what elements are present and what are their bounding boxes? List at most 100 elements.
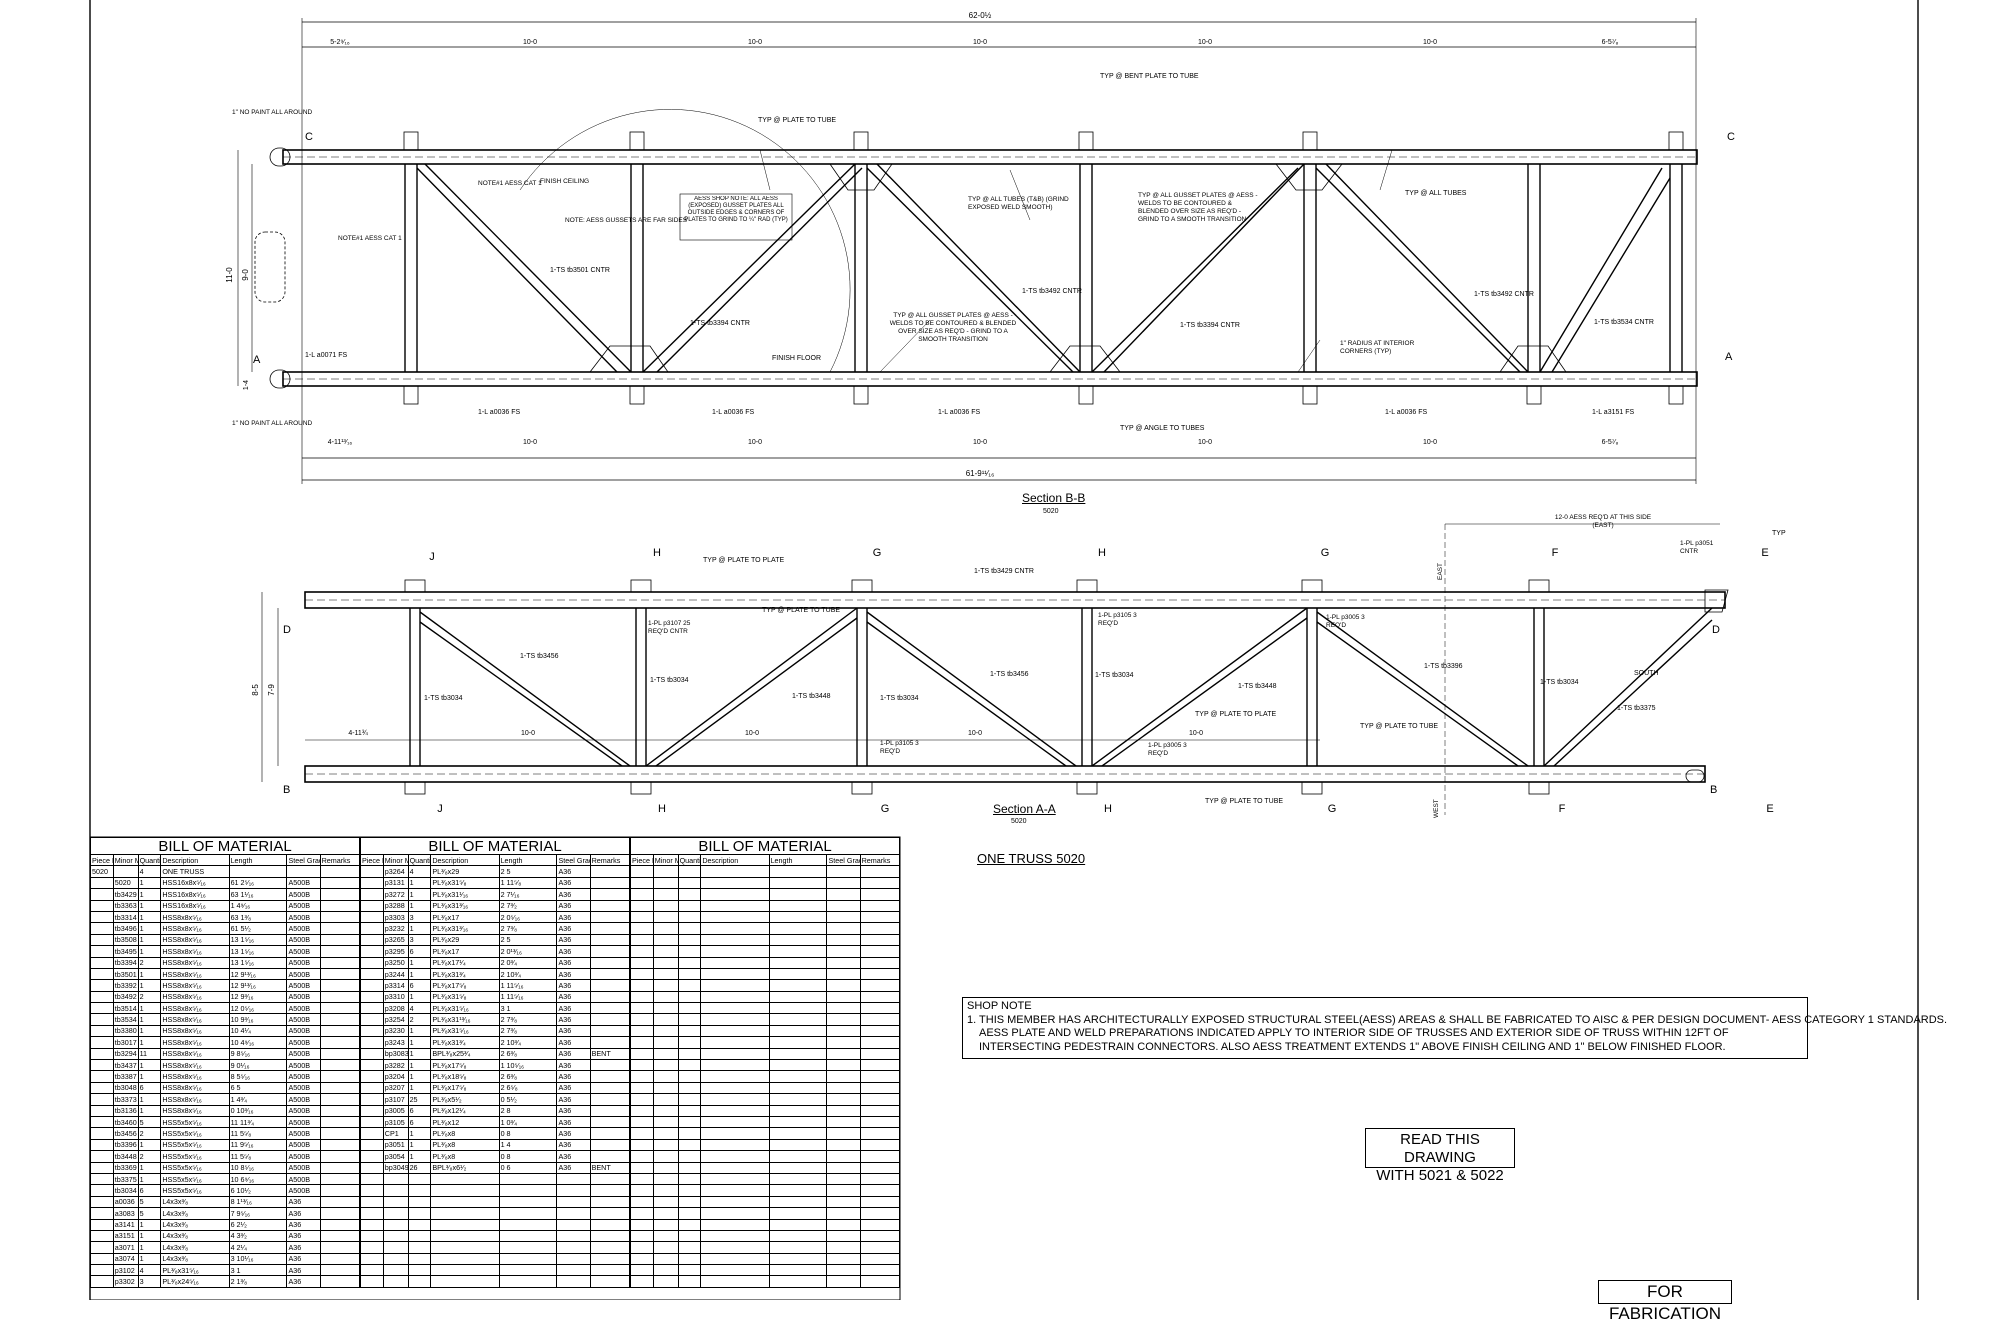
table-cell bbox=[652, 1002, 679, 1015]
table-cell: p3107 bbox=[382, 1093, 409, 1106]
table-row bbox=[630, 979, 901, 992]
aa-dim: 10-0 bbox=[521, 730, 535, 737]
table-cell: p3105 bbox=[382, 1115, 409, 1129]
bom-header: Quantity Total bbox=[407, 853, 432, 867]
table-cell bbox=[826, 1024, 861, 1038]
table-row bbox=[630, 1127, 901, 1140]
table-cell: 1 bbox=[137, 1002, 162, 1015]
table-cell bbox=[360, 1070, 384, 1083]
table-cell bbox=[319, 899, 361, 912]
table-cell: 6 bbox=[407, 945, 432, 958]
table-cell bbox=[652, 1138, 679, 1152]
table-cell bbox=[677, 1047, 702, 1061]
table-cell: p3264 bbox=[382, 865, 409, 878]
table-cell bbox=[319, 1104, 361, 1118]
bom-title: BILL OF MATERIAL bbox=[360, 837, 630, 855]
table-cell bbox=[826, 1150, 861, 1163]
table-cell bbox=[630, 1184, 654, 1197]
table-cell bbox=[859, 899, 901, 912]
shop-note-title: SHOP NOTE bbox=[967, 1000, 1032, 1012]
aa-note: TYP @ PLATE TO PLATE bbox=[703, 557, 784, 564]
table-cell bbox=[652, 945, 679, 958]
table-cell: 1 bbox=[407, 876, 432, 890]
table-cell: 1 bbox=[137, 1093, 162, 1106]
table-cell: A500B bbox=[286, 910, 321, 924]
table-cell: A36 bbox=[556, 922, 591, 935]
bom-header: Quantity Total bbox=[137, 853, 162, 867]
table-cell bbox=[826, 922, 861, 935]
table-cell bbox=[768, 990, 828, 1004]
table-cell bbox=[90, 1127, 114, 1140]
aa-dim: 4-11¾ bbox=[348, 730, 367, 737]
table-cell: 2 6³⁄₈ bbox=[498, 1070, 558, 1083]
table-cell: 11 bbox=[137, 1047, 162, 1061]
table-cell: HSS5x5x⁵⁄₁₆ bbox=[160, 1184, 230, 1197]
table-cell: A36 bbox=[286, 1241, 321, 1254]
bb-top-dim: 10-0 bbox=[523, 39, 537, 46]
table-cell bbox=[630, 933, 654, 947]
table-cell bbox=[652, 1127, 679, 1140]
table-cell bbox=[407, 1229, 432, 1243]
table-cell bbox=[589, 1207, 631, 1220]
table-cell bbox=[768, 1138, 828, 1152]
bb-note: TYP @ ALL GUSSET PLATES @ AESS - WELDS T… bbox=[1138, 192, 1258, 223]
table-cell bbox=[768, 1002, 828, 1015]
table-cell: 1 10⁵⁄₁₆ bbox=[498, 1059, 558, 1072]
table-cell bbox=[826, 910, 861, 924]
table-cell bbox=[859, 1275, 901, 1288]
table-cell bbox=[382, 1207, 409, 1220]
table-cell: PL³⁄₈x31⁵⁄₁₆ bbox=[430, 1024, 500, 1038]
table-cell: tb3387 bbox=[112, 1070, 139, 1083]
table-cell bbox=[768, 933, 828, 947]
table-cell bbox=[859, 1115, 901, 1129]
bb-top-dim: 5-2⁹⁄₁₆ bbox=[330, 39, 350, 46]
table-cell: 4 bbox=[137, 865, 162, 878]
table-cell: p3204 bbox=[382, 1070, 409, 1083]
table-cell bbox=[768, 1218, 828, 1231]
table-cell: 12 9¹³⁄₁₆ bbox=[228, 967, 288, 981]
table-cell bbox=[319, 1229, 361, 1243]
table-cell bbox=[859, 933, 901, 947]
table-cell bbox=[589, 1013, 631, 1026]
table-cell bbox=[319, 979, 361, 992]
table-cell bbox=[498, 1275, 558, 1288]
bb-note: 1-L a0036 FS bbox=[712, 409, 754, 416]
table-cell bbox=[589, 1070, 631, 1083]
table-cell bbox=[360, 1195, 384, 1209]
table-cell bbox=[407, 1275, 432, 1288]
aa-plate-label: 1-PL p3105 3 REQ'D bbox=[1098, 612, 1137, 627]
table-cell: tb3034 bbox=[112, 1184, 139, 1197]
table-cell: p3230 bbox=[382, 1024, 409, 1038]
table-cell: a3141 bbox=[112, 1218, 139, 1231]
table-cell: HSS8x8x⁵⁄₁₆ bbox=[160, 967, 230, 981]
table-cell: 2 7³⁄₂ bbox=[498, 899, 558, 912]
table-row bbox=[630, 1059, 901, 1072]
table-cell bbox=[630, 1252, 654, 1266]
bb-note: TYP @ ALL TUBES (T&B) (GRIND EXPOSED WEL… bbox=[968, 196, 1069, 211]
table-cell: PL³⁄₈x17⁵⁄₈ bbox=[430, 979, 500, 992]
table-cell bbox=[90, 1138, 114, 1152]
table-cell bbox=[90, 1013, 114, 1026]
table-cell: HSS8x8x⁵⁄₁₆ bbox=[160, 990, 230, 1004]
table-cell: PL³⁄₈x31¹⁄₁₆ bbox=[430, 888, 500, 901]
table-cell bbox=[90, 910, 114, 924]
table-cell bbox=[407, 1241, 432, 1254]
table-cell bbox=[630, 1150, 654, 1163]
table-cell: p3302 bbox=[112, 1275, 139, 1288]
table-cell: HSS5x5x⁵⁄₁₆ bbox=[160, 1161, 230, 1174]
table-cell bbox=[407, 1172, 432, 1186]
table-cell: A500B bbox=[286, 1104, 321, 1118]
table-cell: PL³⁄₈x18⁵⁄₈ bbox=[430, 1070, 500, 1083]
table-cell: p3314 bbox=[382, 979, 409, 992]
bill-of-material-2: BILL OF MATERIAL Piece Mark Minor Mark Q… bbox=[360, 837, 631, 1288]
table-cell: 3 bbox=[407, 933, 432, 947]
table-cell bbox=[652, 967, 679, 981]
table-cell bbox=[556, 1252, 591, 1266]
table-cell bbox=[700, 1161, 770, 1174]
